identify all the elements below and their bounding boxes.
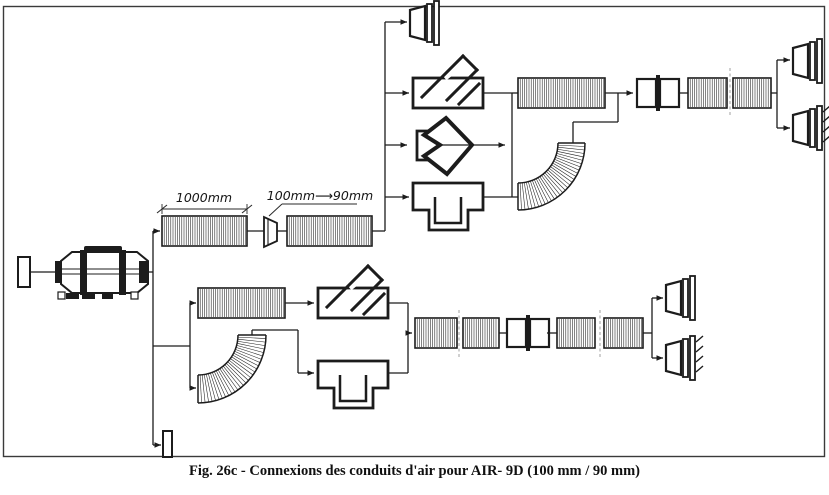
flow-arrow-icon xyxy=(189,385,196,391)
corrugated-elbow-lower-icon xyxy=(197,334,267,404)
duct-chain-2b xyxy=(603,317,644,349)
flow-arrow-icon xyxy=(405,330,412,336)
rotatable-elbow-icon xyxy=(415,115,475,177)
reducer-100-90-icon xyxy=(263,215,278,249)
floor-flange-icon xyxy=(162,430,173,458)
duct-length-label: 1000mm xyxy=(176,190,232,205)
duct-connector-upper-icon xyxy=(635,75,681,111)
dimension-1000mm: 1000mm xyxy=(156,190,253,214)
duct-connection-diagram: 1000mm 100mm⟶90mm xyxy=(2,0,829,458)
y-branch-upper-icon xyxy=(411,53,485,110)
duct-upper-right-2b xyxy=(732,77,772,109)
air-outlet-bottom-lower-icon xyxy=(664,335,704,381)
duct-upper-right xyxy=(517,77,606,109)
t-piece-upper-icon xyxy=(411,181,485,232)
flow-arrow-icon xyxy=(400,19,407,25)
duct-chain-1a xyxy=(414,317,458,349)
flow-arrow-icon xyxy=(402,90,409,96)
flow-arrow-icon xyxy=(307,300,314,306)
figure-frame xyxy=(2,5,826,458)
flow-arrow-icon xyxy=(626,90,633,96)
duct-connector-lower-icon xyxy=(505,315,551,351)
reducer-label-group: 100mm⟶90mm xyxy=(267,188,373,217)
y-branch-lower-icon xyxy=(316,263,390,320)
flow-arrow-icon xyxy=(783,125,790,131)
corrugated-elbow-upper-icon xyxy=(517,142,586,211)
figure-caption: Fig. 26c - Connexions des conduits d'air… xyxy=(188,463,640,479)
flow-arrow-icon xyxy=(498,142,505,148)
flow-arrow-icon xyxy=(656,355,663,361)
flow-arrow-icon xyxy=(189,300,196,306)
flow-arrow-icon xyxy=(307,370,314,376)
duct-lower xyxy=(197,287,286,319)
air-outlet-right-upper-icon xyxy=(791,38,823,84)
flow-arrow-icon xyxy=(783,57,790,63)
reducer-label: 100mm⟶90mm xyxy=(267,188,373,203)
flow-arrow-icon xyxy=(154,442,161,448)
duct-chain-1b xyxy=(462,317,500,349)
t-piece-lower-icon xyxy=(316,359,390,410)
duct-chain-2a xyxy=(556,317,596,349)
duct-1000mm xyxy=(161,215,248,247)
flow-arrow-icon xyxy=(400,142,407,148)
duct-piping-lines xyxy=(148,19,790,448)
duct-90mm-segment xyxy=(286,215,373,247)
flow-arrow-icon xyxy=(153,228,160,234)
air-outlet-bottom-upper-icon xyxy=(664,275,696,321)
duct-upper-right-2a xyxy=(687,77,728,109)
flow-arrow-icon xyxy=(402,194,409,200)
flow-arrow-icon xyxy=(656,295,663,301)
air-outlet-top-icon xyxy=(408,0,440,46)
diagram-parts xyxy=(17,0,829,458)
heater-unit-icon xyxy=(17,246,149,300)
air-outlet-right-lower-icon xyxy=(791,105,829,151)
